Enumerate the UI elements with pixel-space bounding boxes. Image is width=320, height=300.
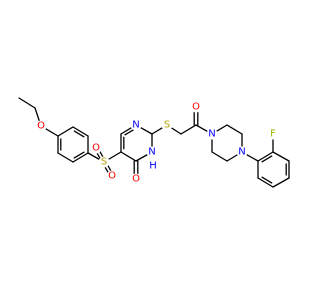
bond-line [124,128,136,136]
atom-background [98,156,110,168]
ring-nitrogen-label: N [132,120,139,131]
piperazine-nitrogen-label: N [238,147,245,158]
ring-nh-hydrogen-label: H [149,161,157,172]
bond-line [72,126,89,137]
sulfonyl-oxygen-label: O [92,143,100,154]
atom-background [106,170,118,182]
ether-oxygen-label: O [37,121,45,132]
atom-background [236,146,248,158]
sulfonyl-oxygen-label: O [108,171,116,182]
bond-line [72,152,89,163]
piperazine-nitrogen-label: N [208,129,215,140]
bond-line [18,97,36,109]
atom-background [35,120,47,132]
bond-line [272,151,290,162]
keto-oxygen-label: O [132,174,140,185]
sulfonyl-sulfur-label: S [101,157,107,168]
bond-line [57,126,74,137]
bond-line [261,176,273,184]
atom-background [130,173,142,185]
atom-background [146,146,158,158]
amide-oxygen-label: O [192,102,200,113]
atom-background [147,160,159,172]
bond-line [257,177,274,188]
atom-background [90,142,102,154]
atom-background [161,119,173,131]
bond-line [73,130,85,138]
bond-line [57,152,74,163]
bond-line [180,124,197,135]
bond-line [120,151,137,162]
fluorine-label: F [270,129,276,140]
atom-background [267,128,279,140]
bond-line [272,177,290,188]
bond-line [211,151,228,162]
bond-line [73,151,85,159]
atom-background [206,128,218,140]
atom-background [190,101,202,113]
ring-nh-nitrogen-label: N [148,147,155,158]
bond-line [226,124,243,135]
atom-background [130,119,142,131]
bond-line [261,155,273,163]
thioether-sulfur-label: S [164,120,170,131]
bond-lines [18,97,290,188]
bond-line [257,151,274,162]
